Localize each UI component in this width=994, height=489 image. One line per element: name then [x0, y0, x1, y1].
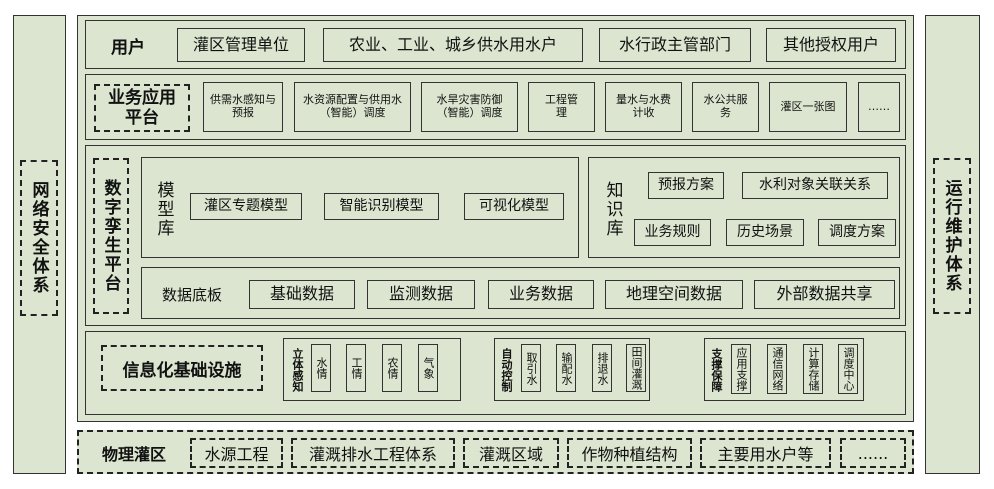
knowledge-item: 调度方案: [818, 219, 896, 246]
infra-item: 取引水: [521, 344, 541, 392]
data-item: 地理空间数据: [605, 280, 743, 309]
physical-item: 作物种植结构: [567, 438, 692, 468]
knowledge-item: 历史场景: [726, 219, 804, 246]
business-item: ……: [858, 82, 900, 132]
physical-item: 灌溉排水工程体系: [291, 438, 455, 468]
knowledge-library-label: 知识库: [602, 180, 623, 238]
infra-item: 应用支撑: [731, 344, 751, 394]
data-item: 外部数据共享: [754, 280, 895, 309]
model-item: 智能识别模型: [324, 193, 439, 220]
data-item: 基础数据: [249, 280, 355, 309]
infra-group-label: 自动控制: [500, 348, 514, 392]
data-item: 监测数据: [367, 280, 475, 309]
model-item: 灌区专题模型: [190, 193, 302, 220]
infra-item: 水情: [311, 344, 331, 392]
infra-item: 田间灌溉: [626, 344, 646, 392]
infra-item: 输配水: [556, 344, 576, 392]
business-item: 水资源配置与供用水（智能）调度: [294, 82, 411, 132]
physical-item: 灌溉区域: [463, 438, 559, 468]
users-label: 用户: [111, 37, 145, 58]
business-item: 工程管理: [528, 82, 595, 132]
business-item: 供需水感知与预报: [203, 82, 283, 132]
infra-group-label: 支撑保障: [710, 348, 724, 392]
business-item: 水公共服务: [692, 82, 759, 132]
business-item: 水旱灾害防御（智能）调度: [421, 82, 518, 132]
user-item: 农业、工业、城乡供水用水户: [323, 28, 583, 62]
physical-district-label: 物理灌区: [101, 445, 166, 464]
physical-item: 主要用水户等: [700, 438, 831, 468]
digital-twin-label: 数字孪生平台: [93, 158, 129, 314]
business-item: 灌区一张图: [769, 82, 847, 132]
physical-item: ......: [840, 438, 906, 468]
user-item: 水行政主管部门: [599, 28, 751, 62]
infra-item: 计算存储: [803, 344, 823, 394]
business-platform-label: 业务应用平台: [94, 84, 190, 132]
user-item: 其他授权用户: [766, 28, 896, 62]
infra-group-label: 立体感知: [291, 348, 305, 392]
model-library-label: 模型库: [153, 180, 174, 238]
infra-item: 农情: [382, 344, 402, 392]
infra-item: 工情: [346, 344, 366, 392]
infra-item: 气象: [418, 344, 438, 392]
infra-item: 通信网络: [767, 344, 787, 394]
data-item: 业务数据: [488, 280, 594, 309]
infrastructure-label: 信息化基础设施: [101, 345, 263, 391]
knowledge-item: 预报方案: [648, 172, 724, 199]
business-item: 量水与水费计收: [605, 82, 682, 132]
network-security-label: 网络安全体系: [20, 160, 58, 316]
infra-item: 排退水: [592, 344, 612, 392]
user-item: 灌区管理单位: [177, 28, 305, 62]
knowledge-item: 业务规则: [634, 219, 711, 246]
physical-item: 水源工程: [190, 438, 283, 468]
infra-item: 调度中心: [838, 344, 858, 394]
operation-maintenance-label: 运行维护体系: [933, 158, 971, 314]
knowledge-item: 水利对象关联关系: [742, 172, 888, 199]
model-item: 可视化模型: [464, 193, 564, 220]
data-base-label: 数据底板: [161, 286, 222, 304]
